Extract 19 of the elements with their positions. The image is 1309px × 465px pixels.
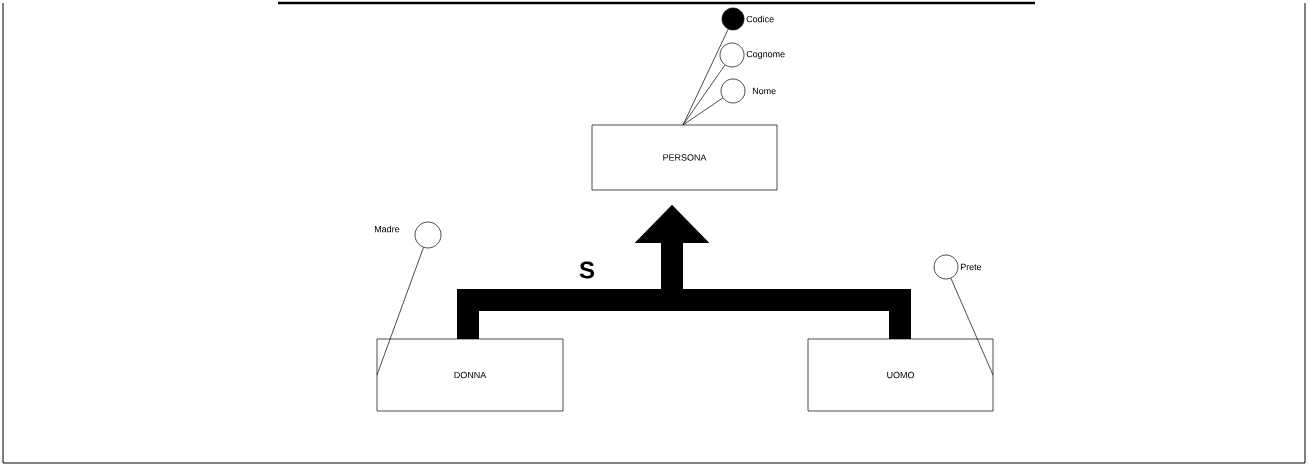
attribute-line — [682, 64, 726, 126]
attribute-circle — [720, 78, 746, 104]
attribute-line — [950, 277, 994, 376]
entity-box: PERSONA — [591, 124, 778, 191]
attribute-circle — [933, 254, 959, 280]
attribute-name: Codice — [746, 15, 774, 23]
generalization-label: S — [579, 261, 595, 279]
attribute-line — [376, 247, 424, 376]
attribute-name: Prete — [960, 263, 982, 271]
attribute-name: Cognome — [746, 50, 785, 60]
entity-box: DONNA — [376, 338, 564, 412]
attribute-name: Nome — [752, 87, 776, 95]
attribute-circle — [719, 42, 745, 68]
attribute-line — [682, 28, 729, 126]
key-attribute-circle — [721, 7, 745, 31]
attribute-circle — [414, 221, 442, 249]
attribute-line — [682, 97, 724, 126]
attribute-name: Madre — [374, 225, 400, 233]
entity-box: UOMO — [807, 338, 994, 412]
